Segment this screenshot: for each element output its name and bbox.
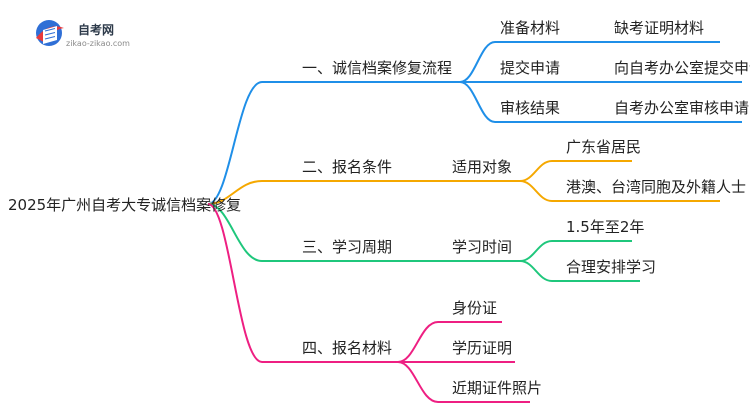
b3-leaf-1-label: 1.5年至2年: [566, 218, 644, 236]
connector-b4-c1: [397, 321, 502, 363]
b2-leaf-2-label: 港澳、台湾同胞及外籍人士: [566, 178, 746, 196]
connector-b4-c3: [397, 361, 530, 403]
connectors: [207, 41, 742, 403]
b1-leaf-3-label: 自考办公室审核申请: [614, 99, 749, 117]
b4-child-1-label: 身份证: [452, 299, 497, 317]
logo: 自考网 zikao-zikao.com: [36, 20, 130, 48]
b1-child-3-label: 审核结果: [500, 99, 560, 117]
connector-root-branch4: [207, 203, 398, 363]
branch-4-label: 四、报名材料: [302, 339, 392, 357]
connector-b2-g2: [519, 180, 720, 202]
b2-child-1-label: 适用对象: [452, 158, 512, 176]
branch-1-label: 一、诚信档案修复流程: [302, 59, 452, 77]
branch-2-label: 二、报名条件: [302, 158, 392, 176]
b1-child-2-label: 提交申请: [500, 59, 560, 77]
connector-b3-g2: [519, 260, 640, 282]
logo-domain: zikao-zikao.com: [66, 39, 130, 48]
connector-b3-g1: [519, 240, 632, 262]
b4-child-2-label: 学历证明: [452, 339, 512, 357]
b1-leaf-1-label: 缺考证明材料: [614, 19, 704, 37]
b1-leaf-2-label: 向自考办公室提交申请: [614, 59, 750, 77]
b2-leaf-1-label: 广东省居民: [566, 138, 641, 156]
connector-b1-c1: [459, 41, 595, 83]
b3-leaf-2-label: 合理安排学习: [566, 258, 656, 276]
connector-root-branch3: [207, 203, 398, 262]
b3-child-1-label: 学习时间: [452, 238, 512, 256]
b4-child-3-label: 近期证件照片: [452, 379, 542, 397]
connector-b2-g1: [519, 160, 632, 182]
root-node: 2025年广州自考大专诚信档案修复: [8, 196, 241, 214]
connector-b1-c3: [459, 81, 595, 123]
b1-child-1-label: 准备材料: [500, 19, 560, 37]
logo-name: 自考网: [78, 22, 114, 37]
branch-3-label: 三、学习周期: [302, 238, 392, 256]
connector-root-branch1: [207, 81, 460, 205]
connector-root-branch2: [207, 180, 398, 205]
logo-icon: [36, 20, 64, 46]
